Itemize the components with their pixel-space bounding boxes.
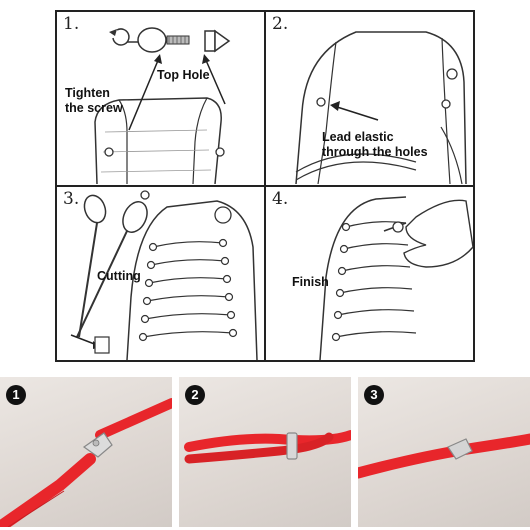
step-1-illustration	[94, 27, 231, 184]
boot-outline	[126, 200, 258, 360]
step-1-number: 1.	[63, 14, 80, 34]
finish-caption: Finish	[292, 275, 329, 289]
step-3-panel: 3. Cu	[57, 187, 263, 360]
rotate-arrow-icon	[112, 28, 130, 46]
step-2-panel: 2. Lead elastic through the holes	[266, 12, 473, 184]
screw-cap-icon	[214, 29, 231, 53]
boot-outline	[295, 31, 467, 184]
photo-step-3: 3	[358, 377, 530, 527]
grid-divider-horizontal	[55, 185, 475, 187]
step-1-panel: 1. Tighten the screw Top Hole	[57, 12, 263, 184]
scissors-icon	[76, 194, 148, 338]
metal-clip-icon	[447, 438, 473, 460]
lace-rows	[142, 241, 234, 338]
photo-step-2: 2	[179, 377, 351, 527]
metal-clip-icon	[286, 432, 298, 460]
step-4-number: 4.	[272, 189, 289, 209]
step-4-panel: 4. Finish	[266, 187, 473, 360]
hand-icon	[403, 199, 473, 268]
photo-3-lace	[358, 433, 530, 479]
lead-elastic-caption: Lead elastic through the holes	[322, 130, 428, 159]
boot-outline	[94, 97, 222, 184]
tighten-screw-caption: Tighten the screw	[65, 86, 123, 115]
lace-rows	[335, 221, 417, 338]
step-4-illustration	[319, 196, 473, 360]
top-hole-caption: Top Hole	[157, 68, 210, 82]
step-3-illustration	[70, 190, 258, 360]
cutting-caption: Cutting	[97, 269, 141, 283]
photo-1-badge: 1	[6, 385, 26, 405]
photo-3-badge: 3	[364, 385, 384, 405]
step-2-illustration	[295, 31, 467, 184]
photo-2-badge: 2	[185, 385, 205, 405]
photo-1-lace	[0, 398, 172, 527]
step-3-number: 3.	[63, 189, 80, 209]
photo-2-lace	[184, 430, 351, 464]
step-2-number: 2.	[272, 14, 289, 34]
photo-step-1: 1	[0, 377, 172, 527]
lace-lock-icon	[137, 27, 167, 53]
boot-outline	[319, 196, 407, 360]
